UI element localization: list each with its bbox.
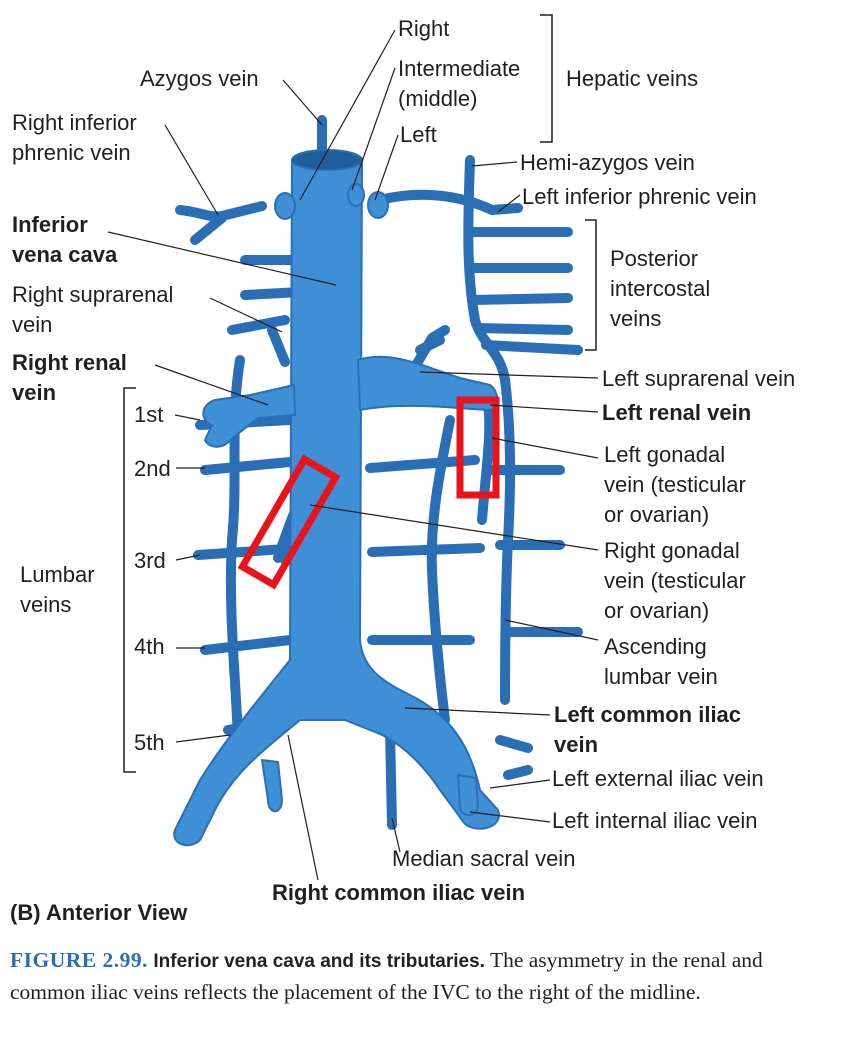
label-right-renal-2: vein: [12, 380, 57, 405]
label-hepatic-veins: Hepatic veins: [566, 66, 699, 91]
label-posterior-intercostal-2: intercostal: [610, 276, 711, 301]
label-right-suprarenal-1: Right suprarenal: [12, 282, 174, 307]
label-left-gonadal-3: or ovarian): [604, 502, 710, 527]
label-lumbar-4th: 4th: [134, 634, 165, 659]
label-right-gonadal-2: vein (testicular: [604, 568, 746, 593]
label-right-suprarenal-2: vein: [12, 312, 53, 337]
view-label: (B) Anterior View: [10, 900, 188, 925]
label-right-common-iliac-vein: Right common iliac vein: [272, 880, 526, 905]
caption-body: The asymmetry in the renal and common il…: [10, 948, 763, 1004]
hepatic-left-stump: [367, 191, 389, 219]
label-ivc-1: Inferior: [12, 212, 88, 237]
left-internal-iliac: [457, 774, 479, 817]
label-left-external-iliac-vein: Left external iliac vein: [552, 766, 764, 791]
label-left-renal-vein: Left renal vein: [602, 400, 752, 425]
label-right-inferior-phrenic-2: phrenic vein: [12, 140, 131, 165]
label-ascending-lumbar-1: Ascending: [604, 634, 707, 659]
label-hepatic-middle: (middle): [398, 86, 478, 111]
lumbar-bracket: [123, 387, 136, 773]
label-hepatic-intermediate: Intermediate: [398, 56, 521, 81]
label-left-suprarenal-vein: Left suprarenal vein: [602, 366, 796, 391]
highlight-boxes: [237, 396, 500, 590]
highlight-right-gonadal: [237, 454, 341, 590]
label-left-gonadal-1: Left gonadal: [604, 442, 726, 467]
label-lumbar-1: Lumbar: [20, 562, 95, 587]
label-hepatic-left: Left: [400, 122, 437, 147]
brackets: [123, 14, 597, 773]
label-lumbar-2nd: 2nd: [134, 456, 171, 481]
label-median-sacral-vein: Median sacral vein: [392, 846, 576, 871]
label-left-common-iliac-1: Left common iliac: [554, 702, 742, 727]
figure-caption: FIGURE 2.99. Inferior vena cava and its …: [10, 945, 840, 1008]
label-right-gonadal-3: or ovarian): [604, 598, 710, 623]
intercostal-bracket: [585, 219, 597, 351]
caption-figure-number: FIGURE 2.99.: [10, 948, 148, 972]
right-renal-vessel: [202, 384, 296, 448]
hepatic-bracket: [540, 14, 553, 143]
label-ivc-2: vena cava: [12, 242, 118, 267]
label-left-common-iliac-2: vein: [554, 732, 599, 757]
highlight-left-gonadal: [456, 396, 500, 499]
label-lumbar-3rd: 3rd: [134, 548, 166, 573]
ivc-opening: [291, 149, 363, 171]
label-right-gonadal-1: Right gonadal: [604, 538, 740, 563]
label-hemi-azygos-vein: Hemi-azygos vein: [520, 150, 695, 175]
right-internal-iliac: [261, 759, 283, 813]
label-right-inferior-phrenic-1: Right inferior: [12, 110, 137, 135]
label-right-renal-1: Right renal: [12, 350, 127, 375]
hepatic-middle-stump: [347, 183, 365, 207]
major-vessels: [173, 149, 500, 847]
label-posterior-intercostal-3: veins: [610, 306, 662, 331]
vein-network: [173, 115, 583, 847]
label-ascending-lumbar-2: lumbar vein: [604, 664, 718, 689]
ivc-trunk: [173, 151, 500, 847]
label-left-internal-iliac-vein: Left internal iliac vein: [552, 808, 758, 833]
label-azygos-vein: Azygos vein: [140, 66, 259, 91]
label-hepatic-right: Right: [398, 16, 450, 41]
hepatic-right-stump: [274, 192, 296, 220]
label-left-inferior-phrenic-vein: Left inferior phrenic vein: [522, 184, 757, 209]
label-posterior-intercostal-1: Posterior: [610, 246, 699, 271]
label-lumbar-5th: 5th: [134, 730, 165, 755]
label-lumbar-2: veins: [20, 592, 72, 617]
label-left-gonadal-2: vein (testicular: [604, 472, 746, 497]
label-lumbar-1st: 1st: [134, 402, 164, 427]
leader-lines: [107, 29, 599, 881]
caption-title: Inferior vena cava and its tributaries.: [153, 951, 485, 972]
